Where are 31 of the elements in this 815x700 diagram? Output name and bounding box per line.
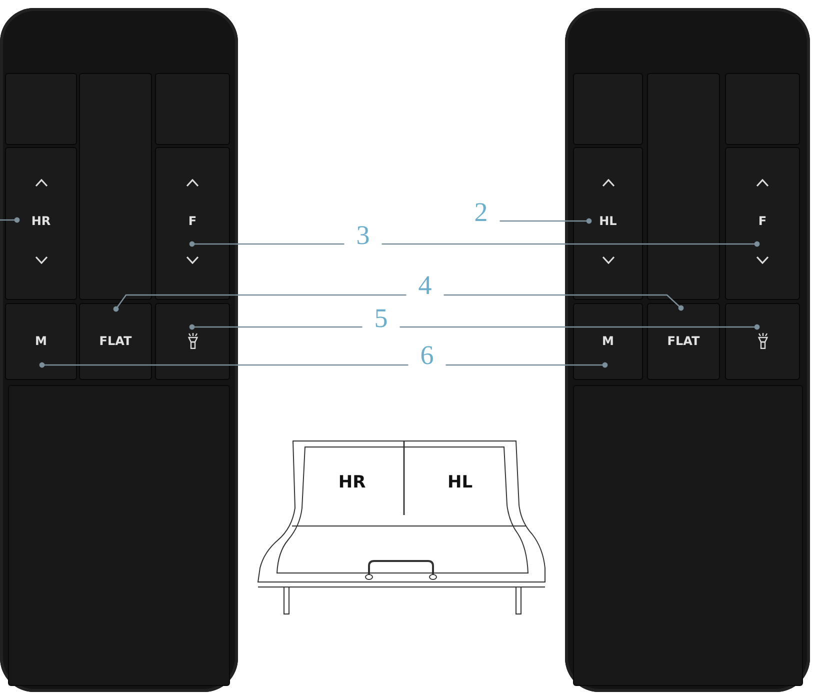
callout-number: 2	[474, 201, 488, 223]
remote-button: M	[5, 303, 77, 380]
remote-button	[725, 303, 800, 380]
remote-control	[565, 8, 810, 692]
remote-button: HR	[5, 147, 77, 300]
callout-number: 4	[418, 274, 432, 296]
leader-line	[39, 362, 408, 368]
remote-button: FLAT	[647, 303, 720, 380]
remote-button	[155, 303, 230, 380]
remote-button: F	[725, 147, 800, 300]
leader-line	[189, 241, 344, 247]
part-label: HR	[338, 474, 366, 492]
remote-control	[0, 8, 238, 692]
callout-number: 3	[356, 224, 370, 246]
remote-button	[79, 73, 152, 300]
remote-button: M	[573, 303, 643, 380]
leader-line	[382, 241, 760, 247]
leader-line	[500, 218, 592, 224]
leader-line	[444, 294, 684, 311]
remote-button: HL	[573, 147, 643, 300]
leader-line	[0, 217, 20, 223]
leader-line	[446, 362, 608, 368]
part-label: HL	[447, 474, 473, 492]
leader-line	[189, 324, 362, 330]
remote-button: F	[155, 147, 230, 300]
callout-number: 5	[374, 307, 388, 329]
remote-button: FLAT	[79, 303, 152, 380]
callout-number: 6	[420, 344, 434, 366]
remote-button	[647, 73, 720, 300]
leader-line	[400, 324, 760, 330]
leader-line	[113, 294, 406, 312]
